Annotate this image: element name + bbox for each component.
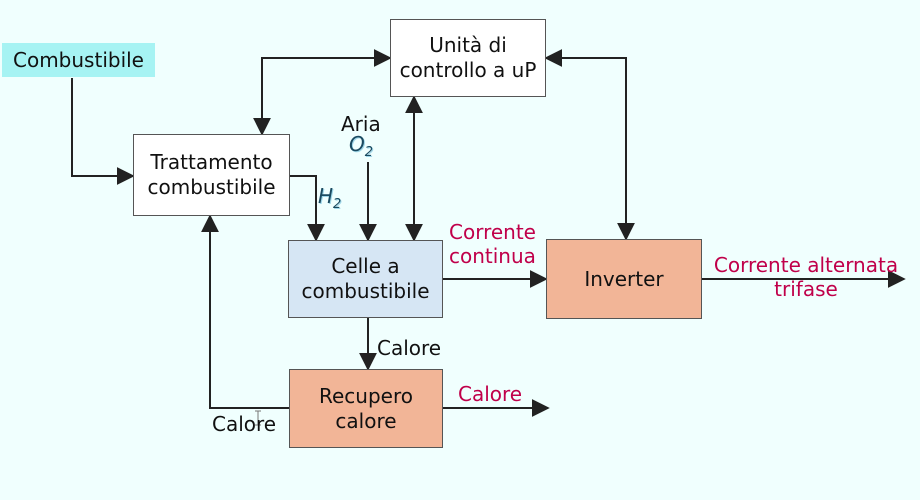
h2-subscript: 2 [333, 197, 342, 212]
arrow-trattamento-unita [253, 49, 392, 136]
arrow-unita-inverter [544, 49, 635, 241]
celle-combustibile-box: Celle a combustibile [288, 240, 443, 318]
inverter-box: Inverter [546, 239, 702, 319]
trattamento-combustibile-box: Trattamento combustibile [133, 134, 290, 216]
o2-symbol: O [349, 132, 365, 156]
corrente-alternata-label: Corrente alternata trifase [713, 253, 899, 301]
text-cursor-icon [255, 410, 261, 426]
unita-controllo-box: Unità di controllo a uP [390, 19, 546, 97]
calore-output-label: Calore [458, 382, 523, 406]
arrow-h2-to-celle [290, 175, 325, 242]
h2-symbol: H [318, 184, 334, 208]
arrow-combustibile-to-trattamento [71, 78, 135, 185]
arrow-recupero-to-trattamento [201, 214, 289, 409]
calore-loop-label: Calore [212, 412, 277, 436]
o2-label: O2 [349, 132, 373, 160]
recupero-calore-box: Recupero calore [289, 369, 443, 448]
calore-celle-label: Calore [377, 336, 442, 360]
o2-subscript: 2 [364, 145, 374, 160]
h2-label: H2 [318, 184, 341, 212]
corrente-continua-label: Corrente continua [449, 220, 536, 268]
aria-label: Aria [341, 112, 381, 136]
combustibile-box: Combustibile [2, 43, 155, 77]
